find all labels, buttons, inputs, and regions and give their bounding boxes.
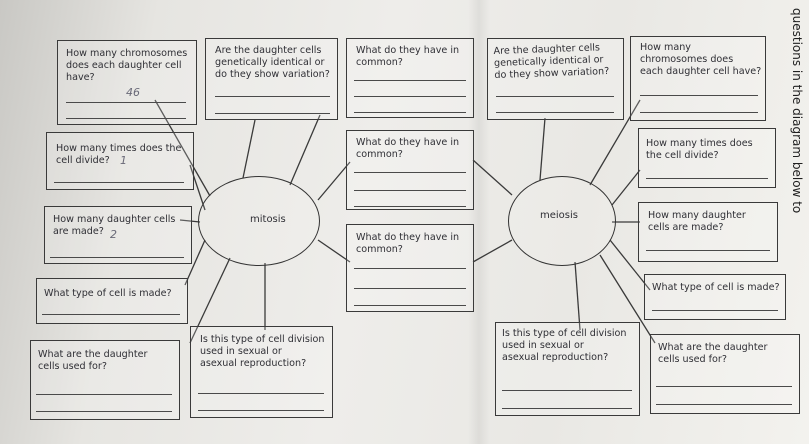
- question-meiosis-divide: How many times does the cell divide?: [646, 138, 753, 161]
- question-common-top: What do they have in common?: [356, 45, 460, 68]
- question-mitosis-cell-type: What type of cell is made?: [44, 288, 172, 299]
- answer-line[interactable]: [66, 102, 186, 103]
- answer-line[interactable]: [198, 410, 324, 411]
- answer-mitosis-daughter-count[interactable]: 2: [110, 228, 117, 241]
- edge-instruction-text: questions in the diagram below to: [790, 8, 804, 214]
- box-common-top: [346, 38, 474, 118]
- question-common-middle: What do they have in common?: [356, 137, 460, 160]
- question-mitosis-daughter-count: How many daughter cells are made?: [53, 214, 176, 237]
- question-mitosis-divide: How many times does the cell divide?: [56, 143, 182, 166]
- answer-line[interactable]: [354, 96, 466, 97]
- box-meiosis-used-for: [650, 334, 800, 414]
- answer-line[interactable]: [50, 257, 184, 258]
- answer-line[interactable]: [496, 112, 614, 113]
- question-mitosis-reproduction: Is this type of cell division used in se…: [200, 334, 325, 369]
- box-meiosis-reproduction: [495, 322, 640, 416]
- answer-line[interactable]: [502, 390, 632, 391]
- answer-line[interactable]: [354, 305, 466, 306]
- answer-mitosis-divide[interactable]: 1: [120, 154, 127, 167]
- mitosis-circle: [198, 176, 320, 266]
- question-meiosis-cell-type: What type of cell is made?: [652, 282, 780, 293]
- box-meiosis-chromosomes: [630, 36, 766, 121]
- answer-line[interactable]: [646, 250, 770, 251]
- answer-line[interactable]: [215, 113, 330, 114]
- answer-line[interactable]: [66, 118, 186, 119]
- answer-line[interactable]: [354, 288, 466, 289]
- box-mitosis-identical: [205, 38, 338, 120]
- meiosis-label: meiosis: [540, 210, 578, 221]
- box-meiosis-identical: [487, 38, 624, 120]
- box-mitosis-used-for: [30, 340, 180, 420]
- question-mitosis-identical: Are the daughter cells genetically ident…: [215, 45, 330, 80]
- answer-line[interactable]: [215, 96, 330, 97]
- answer-line[interactable]: [640, 112, 758, 113]
- answer-line[interactable]: [354, 268, 466, 269]
- answer-line[interactable]: [502, 408, 632, 409]
- question-meiosis-chromosomes: How many chromosomes does each daughter …: [640, 42, 762, 77]
- question-mitosis-used-for: What are the daughter cells used for?: [38, 349, 148, 372]
- question-common-bottom: What do they have in common?: [356, 232, 460, 255]
- box-mitosis-chromosomes: [57, 40, 197, 125]
- mitosis-label: mitosis: [250, 214, 286, 225]
- box-meiosis-daughter-count: [638, 202, 778, 262]
- answer-line[interactable]: [640, 95, 758, 96]
- answer-line[interactable]: [496, 96, 614, 97]
- answer-line[interactable]: [354, 172, 466, 173]
- box-mitosis-reproduction: [190, 326, 333, 418]
- answer-line[interactable]: [646, 178, 768, 179]
- answer-line[interactable]: [54, 182, 184, 183]
- box-meiosis-cell-type: [644, 274, 786, 320]
- answer-mitosis-chromosomes[interactable]: 46: [126, 86, 140, 99]
- answer-line[interactable]: [354, 112, 466, 113]
- meiosis-circle: [508, 176, 616, 266]
- box-mitosis-daughter-count: [44, 206, 192, 264]
- answer-line[interactable]: [42, 314, 180, 315]
- question-meiosis-daughter-count: How many daughter cells are made?: [648, 210, 746, 233]
- answer-line[interactable]: [198, 393, 324, 394]
- answer-line[interactable]: [354, 80, 466, 81]
- question-meiosis-reproduction: Is this type of cell division used in se…: [502, 328, 627, 363]
- edge-instruction: questions in the diagram below to: [770, 8, 806, 218]
- answer-line[interactable]: [652, 310, 778, 311]
- answer-line[interactable]: [36, 411, 172, 412]
- box-mitosis-cell-type: [36, 278, 188, 324]
- answer-line[interactable]: [354, 206, 466, 207]
- question-meiosis-identical: Are the daughter cells genetically ident…: [493, 42, 610, 81]
- box-common-middle: [346, 130, 474, 210]
- answer-line[interactable]: [36, 394, 172, 395]
- question-meiosis-used-for: What are the daughter cells used for?: [658, 342, 768, 365]
- answer-line[interactable]: [354, 190, 466, 191]
- answer-line[interactable]: [656, 386, 792, 387]
- box-mitosis-divide: [46, 132, 194, 190]
- answer-line[interactable]: [656, 404, 792, 405]
- question-mitosis-chromosomes: How many chromosomes does each daughter …: [66, 48, 188, 83]
